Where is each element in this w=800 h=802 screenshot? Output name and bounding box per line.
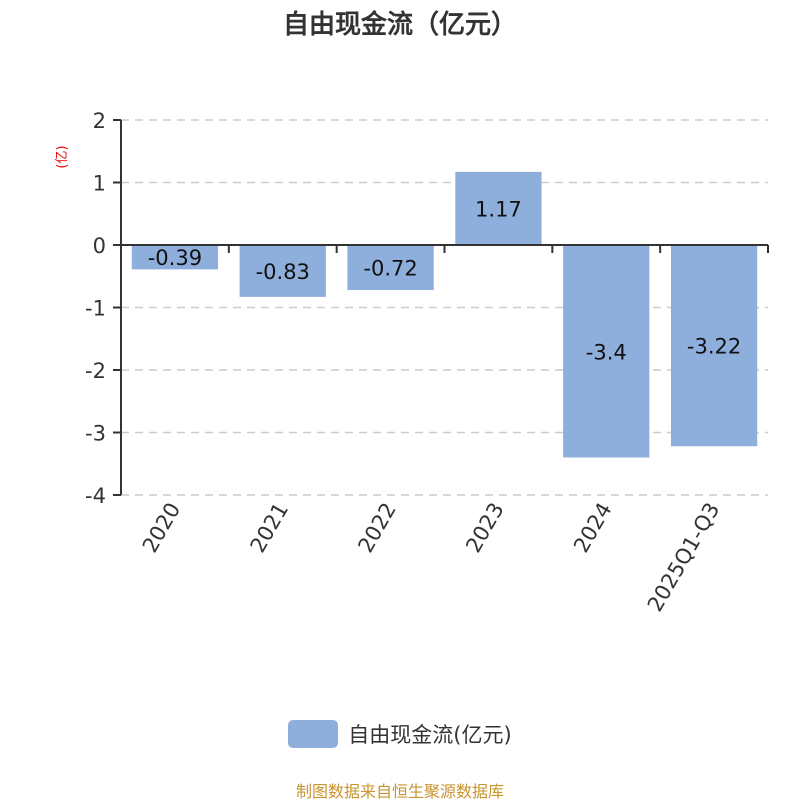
bar-2022[interactable] xyxy=(347,245,434,290)
bar-2025Q1-Q3[interactable] xyxy=(670,245,758,447)
y-tick-label: -1 xyxy=(85,297,106,321)
data-label: -3.22 xyxy=(687,335,741,359)
x-tick-label: 2020 xyxy=(138,499,186,557)
bar-2020[interactable] xyxy=(131,245,219,270)
data-label: -0.72 xyxy=(363,257,417,281)
source-note: 制图数据来自恒生聚源数据库 xyxy=(295,782,504,801)
data-label: -3.4 xyxy=(586,340,627,364)
x-tick-label: 2023 xyxy=(461,499,509,557)
data-label: -0.83 xyxy=(256,260,310,284)
x-tick-label: 2021 xyxy=(246,499,294,557)
grid-lines xyxy=(121,119,768,496)
bar-2024[interactable] xyxy=(563,245,650,458)
bars xyxy=(131,171,758,458)
y-axis-label: (亿) xyxy=(55,145,70,168)
chart-title: 自由现金流（亿元） xyxy=(282,10,517,40)
y-tick-label: -2 xyxy=(85,359,106,383)
data-label: 1.17 xyxy=(475,197,522,221)
data-label: -0.39 xyxy=(148,246,202,270)
x-tick-label: 2024 xyxy=(569,499,617,557)
bar-2021[interactable] xyxy=(239,245,326,297)
y-tick-label: 0 xyxy=(93,234,106,258)
bar-2023[interactable] xyxy=(455,171,542,245)
x-tick-label: 2022 xyxy=(353,499,401,557)
y-tick-label: -3 xyxy=(85,422,106,446)
y-tick-label: 2 xyxy=(93,109,106,133)
axes xyxy=(113,119,769,496)
y-tick-label: 1 xyxy=(93,172,106,196)
y-tick-label: -4 xyxy=(85,484,106,508)
legend-swatch[interactable] xyxy=(288,720,339,748)
legend: 自由现金流(亿元) xyxy=(0,719,800,749)
legend-label: 自由现金流(亿元) xyxy=(348,723,512,747)
x-tick-label: 2025Q1-Q3 xyxy=(643,499,725,616)
data-labels: -0.39 -0.83 -0.72 1.17 -3.4 -3.22 xyxy=(148,197,742,364)
